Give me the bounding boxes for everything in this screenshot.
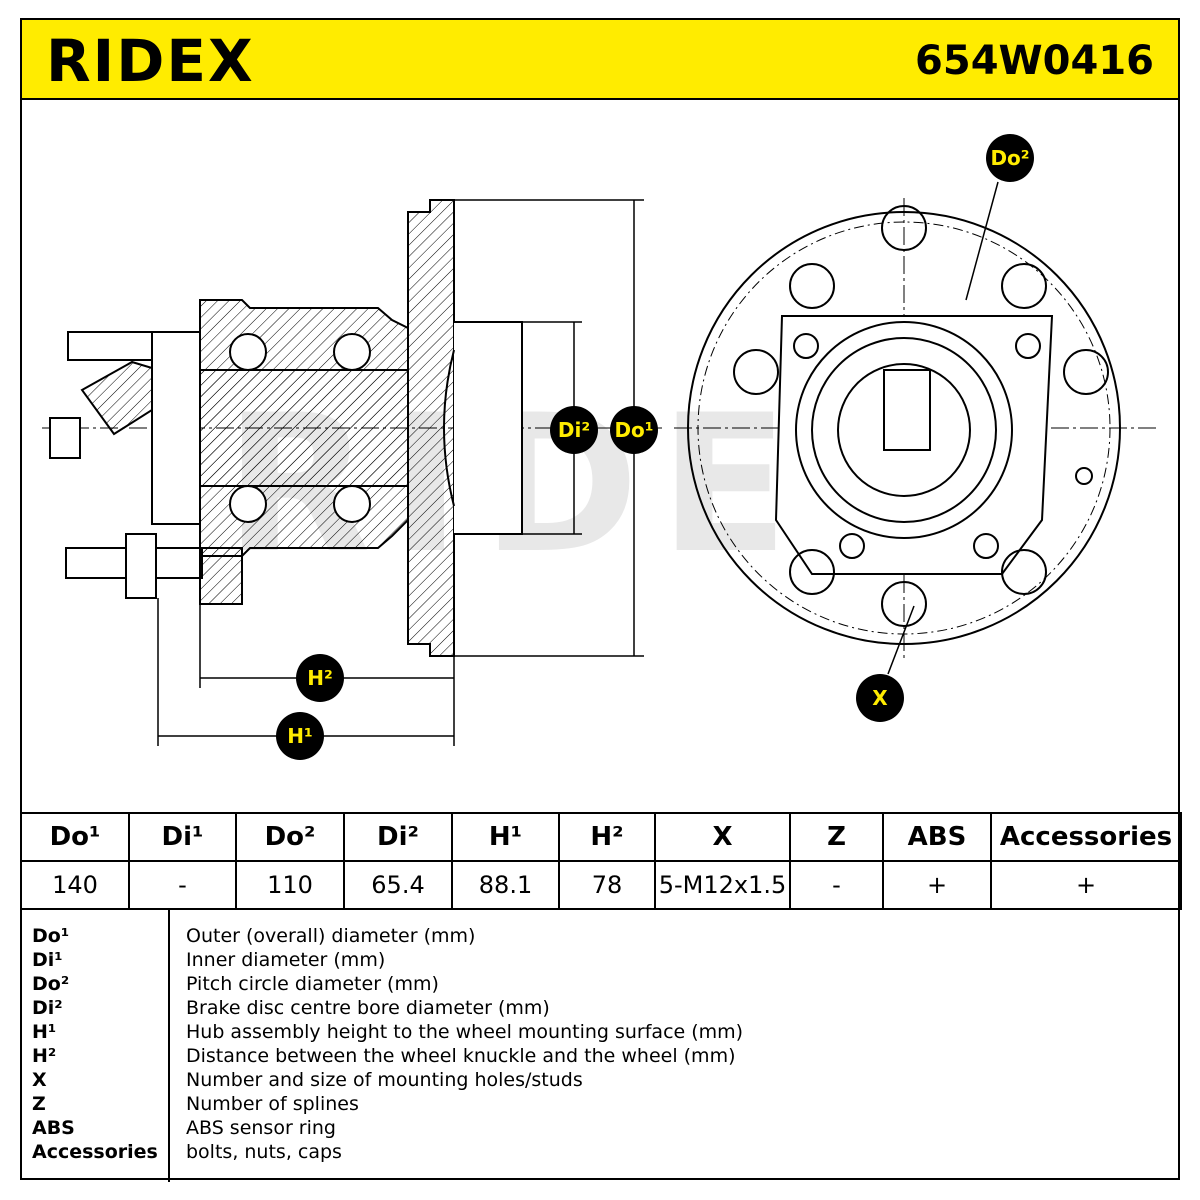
spec-header-cell: Di²: [343, 812, 453, 862]
technical-drawing: RIDEX: [42, 134, 1156, 760]
legend-row: Accessories bolts, nuts, caps: [20, 1140, 1180, 1164]
legend-key: Accessories: [32, 1141, 158, 1163]
callout-x: X: [856, 674, 904, 722]
legend-row: Di¹ Inner diameter (mm): [20, 948, 1180, 972]
spec-value-cell: 88.1: [451, 860, 560, 910]
spec-header-cell: Do²: [235, 812, 345, 862]
callout-do2: Do²: [986, 134, 1034, 182]
spec-header-row: Do¹ Di¹ Do² Di² H¹ H² X Z ABS Accessorie…: [20, 812, 1182, 862]
legend-row: ABS ABS sensor ring: [20, 1116, 1180, 1140]
callout-h1: H¹: [276, 712, 324, 760]
legend-row: H² Distance between the wheel knuckle an…: [20, 1044, 1180, 1068]
legend-row: Do¹ Outer (overall) diameter (mm): [20, 924, 1180, 948]
spec-header-cell: Di¹: [128, 812, 237, 862]
part-number: 654W0416: [915, 38, 1154, 84]
legend-row: X Number and size of mounting holes/stud…: [20, 1068, 1180, 1092]
legend-row: Do² Pitch circle diameter (mm): [20, 972, 1180, 996]
legend-key: Z: [32, 1093, 46, 1115]
brand-logo: RIDEX: [46, 27, 255, 95]
legend-key: H¹: [32, 1021, 57, 1043]
legend-key: Do¹: [32, 925, 70, 947]
spec-header-cell: Z: [789, 812, 884, 862]
legend-row: Z Number of splines: [20, 1092, 1180, 1116]
spec-header-cell: H¹: [451, 812, 560, 862]
spec-value-cell: 78: [558, 860, 656, 910]
spec-header-cell: Accessories: [990, 812, 1182, 862]
legend-key: Do²: [32, 973, 70, 995]
svg-text:Di²: Di²: [558, 418, 590, 442]
spec-value-cell: 110: [235, 860, 345, 910]
header-bar: RIDEX 654W0416: [20, 18, 1180, 100]
svg-text:Do²: Do²: [990, 146, 1029, 170]
legend-desc: ABS sensor ring: [186, 1117, 336, 1139]
svg-text:H²: H²: [307, 666, 333, 690]
svg-text:H¹: H¹: [287, 724, 313, 748]
callout-h2: H²: [296, 654, 344, 702]
spec-value-row: 140 - 110 65.4 88.1 78 5-M12x1.5 - + +: [20, 860, 1182, 910]
hub-front-view: [674, 198, 1156, 660]
spec-value-cell: -: [128, 860, 237, 910]
legend-desc: Outer (overall) diameter (mm): [186, 925, 476, 947]
spec-value-cell: 65.4: [343, 860, 453, 910]
callout-di2: Di²: [550, 406, 598, 454]
legend-row: H¹ Hub assembly height to the wheel moun…: [20, 1020, 1180, 1044]
legend-desc: Brake disc centre bore diameter (mm): [186, 997, 550, 1019]
legend: Do¹ Outer (overall) diameter (mm) Di¹ In…: [20, 908, 1180, 1182]
legend-key: X: [32, 1069, 47, 1091]
legend-key: H²: [32, 1045, 57, 1067]
spec-value-cell: 140: [20, 860, 130, 910]
hub-side-view: [42, 199, 662, 657]
legend-row: Di² Brake disc centre bore diameter (mm): [20, 996, 1180, 1020]
legend-desc: Number of splines: [186, 1093, 359, 1115]
spec-table: Do¹ Di¹ Do² Di² H¹ H² X Z ABS Accessorie…: [20, 812, 1182, 910]
callout-do1: Do¹: [610, 406, 658, 454]
legend-desc: Number and size of mounting holes/studs: [186, 1069, 583, 1091]
legend-desc: Pitch circle diameter (mm): [186, 973, 439, 995]
legend-desc: Hub assembly height to the wheel mountin…: [186, 1021, 744, 1043]
legend-desc: bolts, nuts, caps: [186, 1141, 342, 1163]
legend-key: Di¹: [32, 949, 63, 971]
spec-header-cell: X: [654, 812, 791, 862]
legend-key: Di²: [32, 997, 63, 1019]
spec-value-cell: +: [990, 860, 1182, 910]
legend-divider: [168, 910, 170, 1182]
spec-header-cell: Do¹: [20, 812, 130, 862]
legend-desc: Distance between the wheel knuckle and t…: [186, 1045, 736, 1067]
spec-value-cell: -: [789, 860, 884, 910]
svg-text:Do¹: Do¹: [614, 418, 653, 442]
spec-value-cell: +: [882, 860, 992, 910]
spec-header-cell: H²: [558, 812, 656, 862]
legend-desc: Inner diameter (mm): [186, 949, 386, 971]
svg-text:X: X: [872, 686, 888, 710]
spec-value-cell: 5-M12x1.5: [654, 860, 791, 910]
legend-key: ABS: [32, 1117, 75, 1139]
spec-header-cell: ABS: [882, 812, 992, 862]
